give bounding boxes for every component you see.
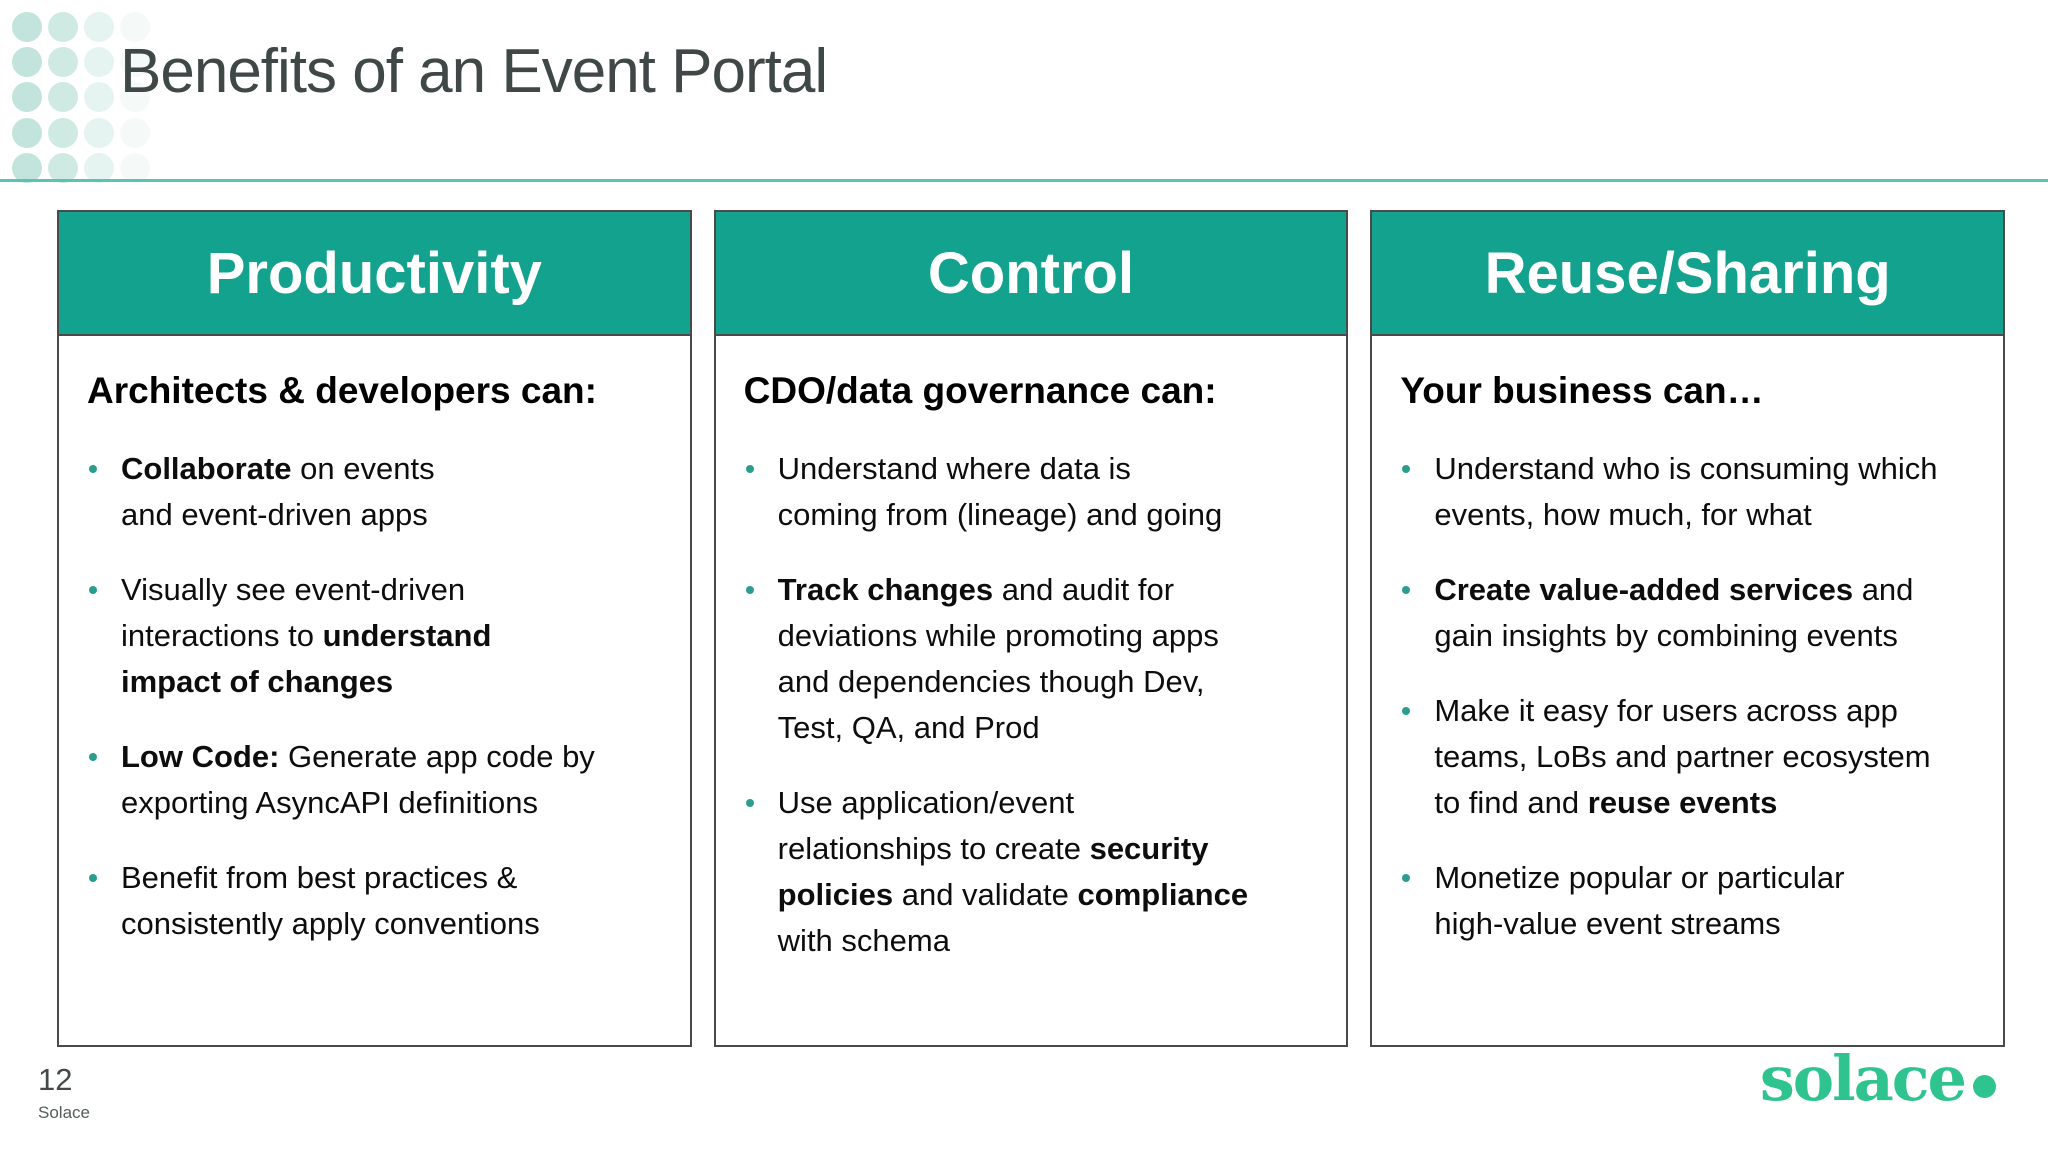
bullet-text: Visually see event-driven interactions t… bbox=[121, 572, 492, 699]
title-divider-line bbox=[0, 179, 2048, 182]
bullet-dot bbox=[745, 465, 754, 473]
bullet-text: Low Code: Generate app code by exporting… bbox=[121, 739, 595, 820]
page-number: 12 bbox=[38, 1062, 73, 1097]
bullet-text: Understand who is consuming which events… bbox=[1434, 451, 1938, 532]
decorative-dot bbox=[120, 47, 150, 77]
decorative-dot bbox=[12, 47, 42, 77]
bullet-text: Make it easy for users across app teams,… bbox=[1434, 693, 1931, 820]
bullet-dot bbox=[89, 874, 97, 882]
decorative-dot bbox=[120, 82, 150, 112]
decorative-dot bbox=[48, 82, 78, 112]
bullet-text: Understand where data is coming from (li… bbox=[777, 451, 1223, 532]
decorative-dot bbox=[84, 12, 114, 42]
reuse-sharing-body: Your business can… Understand who is con… bbox=[1370, 336, 2006, 1047]
bullet-item: Create value-added services and gain ins… bbox=[1402, 567, 1983, 659]
decorative-dot-grid bbox=[6, 6, 156, 186]
solace-logo: solace bbox=[1760, 1048, 1996, 1110]
decorative-dot bbox=[84, 153, 114, 183]
column-reuse-sharing: Reuse/Sharing Your business can… Underst… bbox=[1370, 210, 2006, 1047]
bullet-item: Track changes and audit for deviations w… bbox=[745, 567, 1327, 751]
footer-label: Solace bbox=[38, 1103, 90, 1122]
slide-title: Benefits of an Event Portal bbox=[120, 37, 828, 106]
bullet-text: Track changes and audit for deviations w… bbox=[777, 572, 1219, 745]
decorative-dot bbox=[12, 118, 42, 148]
bullet-text: Benefit from best practices & consistent… bbox=[121, 860, 540, 941]
productivity-bullet-list: Collaborate on events and event-driven a… bbox=[79, 446, 670, 947]
bullet-item: Visually see event-driven interactions t… bbox=[89, 567, 670, 705]
decorative-dot bbox=[48, 47, 78, 77]
bullet-dot bbox=[1402, 465, 1411, 473]
bullet-item: Use application/event relationships to c… bbox=[745, 780, 1327, 964]
bullet-text: Create value-added services and gain ins… bbox=[1434, 572, 1914, 653]
bullet-item: Collaborate on events and event-driven a… bbox=[89, 446, 670, 538]
bullet-dot bbox=[745, 799, 754, 807]
control-body: CDO/data governance can: Understand wher… bbox=[713, 336, 1349, 1047]
decorative-dot bbox=[84, 82, 114, 112]
bullet-text: Collaborate on events and event-driven a… bbox=[121, 451, 435, 532]
decorative-dot bbox=[120, 12, 150, 42]
column-control: Control CDO/data governance can: Underst… bbox=[713, 210, 1349, 1047]
decorative-dot bbox=[120, 153, 150, 183]
control-header: Control bbox=[713, 210, 1349, 336]
productivity-header: Productivity bbox=[57, 210, 692, 336]
control-header-label: Control bbox=[927, 240, 1135, 306]
bullet-item: Monetize popular or particular high-valu… bbox=[1402, 855, 1983, 947]
decorative-dot bbox=[84, 47, 114, 77]
bullet-dot bbox=[89, 586, 97, 594]
bullet-item: Low Code: Generate app code by exporting… bbox=[89, 734, 670, 826]
decorative-dot bbox=[48, 153, 78, 183]
bullet-dot bbox=[89, 753, 97, 761]
reuse-sharing-header: Reuse/Sharing bbox=[1370, 210, 2006, 336]
column-productivity: Productivity Architects & developers can… bbox=[57, 210, 692, 1047]
solace-logo-dot-icon bbox=[1973, 1075, 1996, 1098]
bullet-dot bbox=[1402, 874, 1411, 882]
bullet-text: Use application/event relationships to c… bbox=[777, 785, 1249, 958]
productivity-header-label: Productivity bbox=[206, 240, 542, 306]
bullet-item: Benefit from best practices & consistent… bbox=[89, 855, 670, 947]
bullet-item: Understand where data is coming from (li… bbox=[745, 446, 1327, 538]
reuse-sharing-header-label: Reuse/Sharing bbox=[1484, 240, 1891, 306]
reuse-sharing-bullet-list: Understand who is consuming which events… bbox=[1392, 446, 1983, 947]
bullet-dot bbox=[89, 465, 97, 473]
decorative-dot bbox=[48, 118, 78, 148]
decorative-dot bbox=[48, 12, 78, 42]
control-audience-heading: CDO/data governance can: bbox=[743, 370, 1217, 411]
benefit-columns: Productivity Architects & developers can… bbox=[57, 210, 2006, 1047]
bullet-item: Make it easy for users across app teams,… bbox=[1402, 688, 1983, 826]
control-bullet-list: Understand where data is coming from (li… bbox=[736, 446, 1327, 964]
bullet-dot bbox=[1402, 586, 1411, 594]
bullet-item: Understand who is consuming which events… bbox=[1402, 446, 1983, 538]
decorative-dot bbox=[12, 12, 42, 42]
bullet-dot bbox=[1402, 707, 1411, 715]
decorative-dot bbox=[120, 118, 150, 148]
decorative-dot bbox=[12, 82, 42, 112]
bullet-text: Monetize popular or particular high-valu… bbox=[1434, 860, 1845, 941]
decorative-dot bbox=[84, 118, 114, 148]
productivity-body: Architects & developers can: Collaborate… bbox=[57, 336, 692, 1047]
productivity-audience-heading: Architects & developers can: bbox=[87, 370, 597, 411]
solace-logo-wordmark: solace bbox=[1759, 1042, 1967, 1115]
reuse-sharing-audience-heading: Your business can… bbox=[1400, 370, 1764, 411]
bullet-dot bbox=[745, 586, 754, 594]
decorative-dot bbox=[12, 153, 42, 183]
